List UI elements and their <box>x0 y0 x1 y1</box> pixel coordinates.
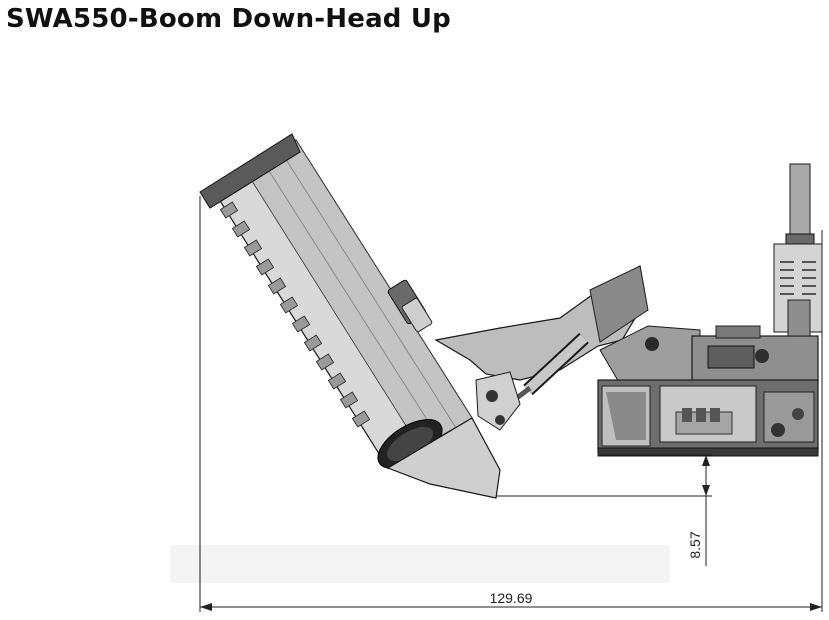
dimension-lines <box>199 196 823 612</box>
overall-length-label: 129.69 <box>490 590 533 606</box>
drawing-title: SWA550-Boom Down-Head Up <box>6 4 451 34</box>
carrier-base <box>597 325 819 457</box>
mower-head <box>199 133 501 499</box>
mast <box>773 163 823 337</box>
dimension-arrows <box>200 455 822 611</box>
boom-arm <box>434 265 701 431</box>
ground-shadow <box>170 545 670 583</box>
flail-teeth <box>219 201 371 428</box>
head-clearance-label: 8.57 <box>687 531 703 558</box>
